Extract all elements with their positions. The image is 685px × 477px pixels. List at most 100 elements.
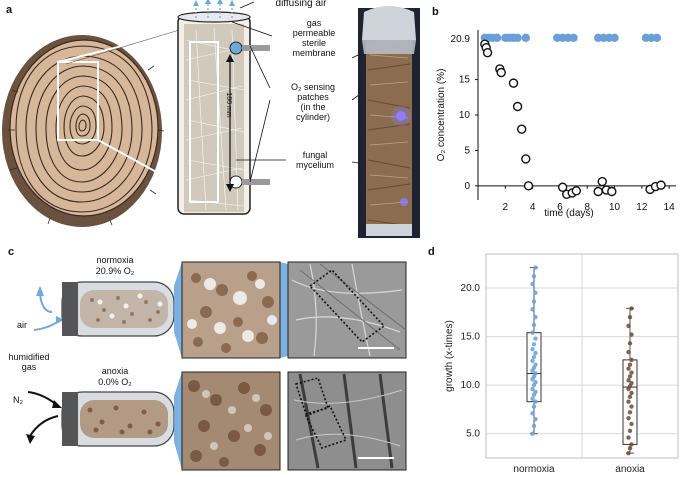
data-point xyxy=(626,435,631,440)
y-tick-label: 5 xyxy=(464,145,470,156)
label-membrane-line: permeable xyxy=(292,28,336,38)
label-mycelium-line: mycelium xyxy=(295,160,334,170)
data-point xyxy=(626,366,631,371)
data-point xyxy=(533,371,538,376)
data-point xyxy=(530,411,535,416)
label-o2-patches: O₂ sensing patches (in the cylinder) xyxy=(270,82,356,122)
data-point xyxy=(530,330,535,335)
y-tick-label: 20.0 xyxy=(461,283,481,294)
normoxia-point xyxy=(569,33,578,42)
y-tick-label: 10 xyxy=(459,110,471,121)
sem-region-box xyxy=(304,404,348,449)
x-tick-label: 10 xyxy=(609,202,621,213)
data-point xyxy=(627,446,633,451)
data-point xyxy=(629,381,634,386)
label-n2: N₂ xyxy=(13,395,23,405)
data-point xyxy=(530,347,535,352)
data-point xyxy=(530,396,535,401)
anoxia-point xyxy=(496,67,506,78)
data-point xyxy=(626,349,631,355)
data-point xyxy=(629,306,634,311)
y-tick-label: 15.0 xyxy=(461,332,481,343)
normoxia-point xyxy=(610,33,619,42)
air-flow-arrows-icon xyxy=(33,293,61,331)
normoxia-macro-photo xyxy=(181,261,281,359)
normoxia-point xyxy=(652,33,662,42)
data-point xyxy=(627,314,633,320)
sem-region-box xyxy=(308,268,386,344)
panel-a-illustration xyxy=(2,0,420,238)
data-point xyxy=(629,370,634,375)
x-tick-label: 12 xyxy=(636,202,648,213)
data-point xyxy=(627,341,633,346)
anoxia-point xyxy=(571,186,582,196)
category-label: normoxia xyxy=(513,464,555,475)
data-point xyxy=(627,394,633,399)
label-membrane-line: membrane xyxy=(292,48,336,58)
x-tick-label: 6 xyxy=(557,202,563,213)
data-point xyxy=(629,442,634,447)
data-point xyxy=(530,386,535,392)
cylinder-photo xyxy=(358,6,420,238)
data-point xyxy=(530,307,535,312)
anoxia-point xyxy=(607,186,617,197)
data-point xyxy=(626,378,631,383)
y-tick-label-top: 20.9 xyxy=(451,34,471,45)
label-membrane-line: sterile xyxy=(301,38,326,48)
label-100mm: 100 mm xyxy=(225,92,232,118)
data-point xyxy=(626,399,631,404)
label-membrane-line: gas xyxy=(306,18,322,28)
normoxia-sem-image xyxy=(287,261,407,359)
panel-letter-c: c xyxy=(8,246,15,258)
label-patches-line: O₂ sensing xyxy=(290,82,335,92)
data-point xyxy=(629,357,634,363)
x-tick-label: 4 xyxy=(530,202,536,213)
category-label: anoxia xyxy=(615,464,645,475)
data-point xyxy=(629,421,634,427)
patch-glow-icon xyxy=(396,111,406,121)
anoxia-point xyxy=(521,154,531,164)
anoxia-point xyxy=(523,181,534,191)
y-tick-label: 10.0 xyxy=(461,380,481,391)
data-point xyxy=(533,336,538,341)
data-point xyxy=(530,431,535,436)
data-point xyxy=(531,404,537,409)
data-point xyxy=(533,416,538,422)
label-patches-line: patches xyxy=(297,92,329,102)
data-point xyxy=(530,358,535,364)
anoxia-point xyxy=(597,176,607,187)
y-axis-label: O₂ concentration (%) xyxy=(436,69,447,162)
data-point xyxy=(533,265,538,270)
y-tick-label: 15 xyxy=(459,75,471,86)
data-point xyxy=(530,281,535,287)
y-axis-label: growth (x-times) xyxy=(444,320,455,392)
data-point xyxy=(626,323,631,329)
anoxia-macro-photo xyxy=(181,371,281,471)
data-point xyxy=(533,290,538,296)
data-point xyxy=(531,423,537,429)
sample-region-box xyxy=(57,61,99,141)
anoxia-title: anoxia xyxy=(101,366,129,376)
anoxia-point xyxy=(593,186,603,197)
anoxia-point xyxy=(516,124,527,134)
normoxia-o2-value: 20.9% O₂ xyxy=(95,266,135,276)
data-point xyxy=(533,389,538,395)
data-point xyxy=(531,354,537,360)
wood-cross-section-icon xyxy=(2,35,165,227)
label-membrane: gas permeable sterile membrane xyxy=(276,18,352,58)
cylinder-zoom-box xyxy=(189,41,219,203)
diffusing-air-arrows-icon xyxy=(195,2,233,18)
data-point xyxy=(533,380,538,385)
label-humidified-line: gas xyxy=(21,362,37,372)
data-point xyxy=(627,428,633,433)
panel-letter-a: a xyxy=(6,4,13,16)
label-air: air xyxy=(16,320,27,330)
panel-c-illustration xyxy=(26,261,407,471)
label-diffusing-air: diffusing air xyxy=(275,0,327,9)
normoxia-point xyxy=(492,33,502,42)
data-point xyxy=(627,374,633,379)
x-tick-label: 8 xyxy=(584,202,590,213)
x-axis-label: time (days) xyxy=(544,208,593,219)
